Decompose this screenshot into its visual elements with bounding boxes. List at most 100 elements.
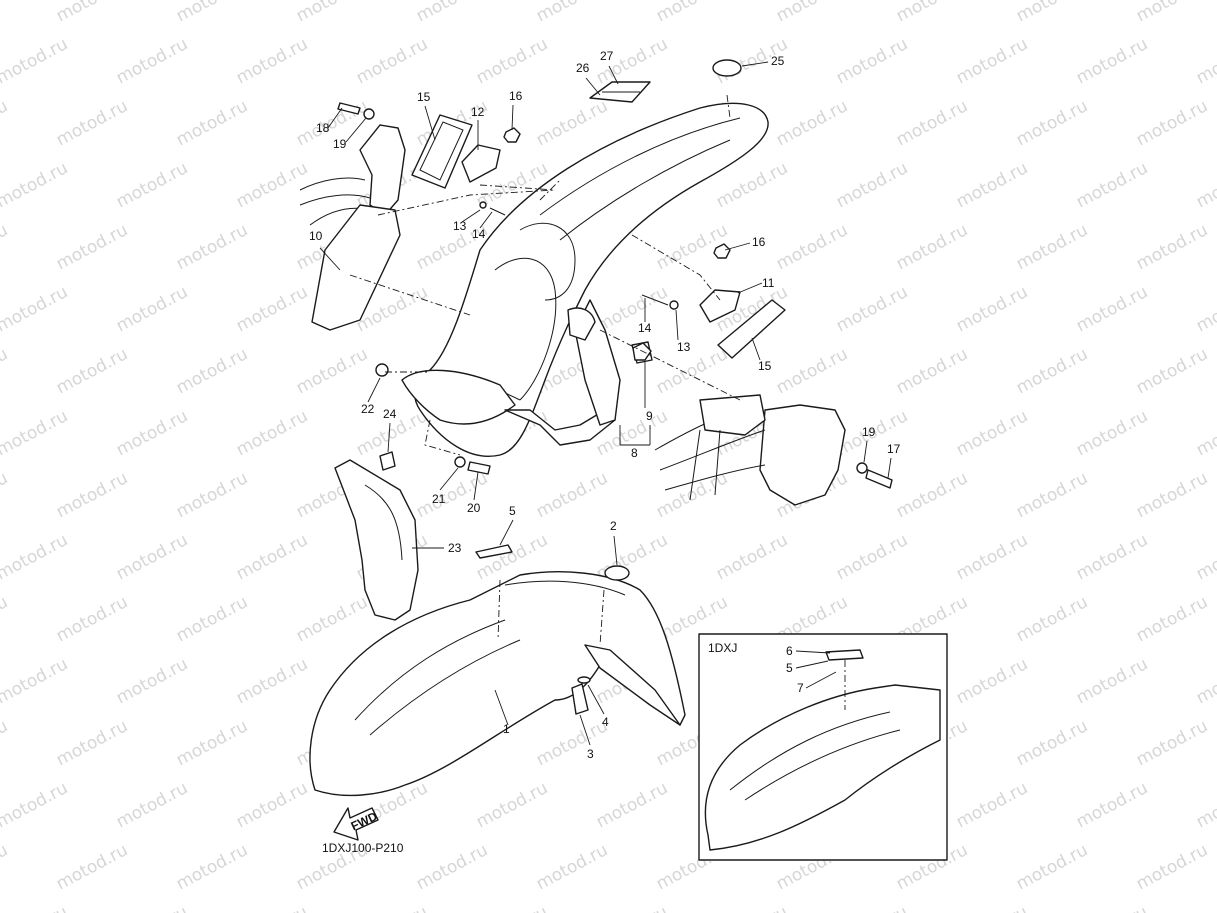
watermark-text: motod.ru xyxy=(1193,158,1217,212)
watermark-text: motod.ru xyxy=(1193,406,1217,460)
watermark-text: motod.ru xyxy=(113,530,191,584)
callout-8: 8 xyxy=(631,446,638,460)
watermark-text: motod.ru xyxy=(593,902,671,913)
callout-1: 1 xyxy=(503,722,510,736)
watermark-text: motod.ru xyxy=(173,840,251,894)
inset-title: 1DXJ xyxy=(708,641,737,655)
callout-19: 19 xyxy=(862,425,876,439)
watermark-text: motod.ru xyxy=(0,282,71,336)
watermark-text: motod.ru xyxy=(713,530,791,584)
watermark-text: motod.ru xyxy=(533,840,611,894)
watermark-text: motod.ru xyxy=(953,158,1031,212)
watermark-text: motod.ru xyxy=(1073,282,1151,336)
watermark-text: motod.ru xyxy=(953,406,1031,460)
watermark-text: motod.ru xyxy=(233,158,311,212)
watermark-text: motod.ru xyxy=(953,778,1031,832)
watermark-text: motod.ru xyxy=(53,220,131,274)
watermark-text: motod.ru xyxy=(53,96,131,150)
watermark-text: motod.ru xyxy=(773,0,851,26)
inset-callout-6: 6 xyxy=(786,644,793,658)
watermark-text: motod.ru xyxy=(1073,530,1151,584)
watermark-text: motod.ru xyxy=(893,468,971,522)
watermark-text: motod.ru xyxy=(1133,220,1211,274)
watermark-text: motod.ru xyxy=(113,654,191,708)
watermark-text: motod.ru xyxy=(113,158,191,212)
callout-2: 2 xyxy=(610,519,617,533)
watermark-text: motod.ru xyxy=(0,902,71,913)
watermark-text: motod.ru xyxy=(1193,902,1217,913)
watermark-text: motod.ru xyxy=(0,530,71,584)
watermark-text: motod.ru xyxy=(53,0,131,26)
watermark-text: motod.ru xyxy=(1193,34,1217,88)
frame-section-left xyxy=(299,124,406,331)
watermark-text: motod.ru xyxy=(833,902,911,913)
watermark-text: motod.ru xyxy=(1013,96,1091,150)
callout-12: 12 xyxy=(471,105,485,119)
watermark-text: motod.ru xyxy=(893,0,971,26)
callout-4: 4 xyxy=(602,715,609,729)
watermark-text: motod.ru xyxy=(713,902,791,913)
callouts: 1 2 3 4 5 8 9 10 11 12 13 13 14 14 15 15… xyxy=(309,49,901,761)
watermark-text: motod.ru xyxy=(1013,220,1091,274)
watermark-text: motod.ru xyxy=(473,902,551,913)
watermark-text: motod.ru xyxy=(53,592,131,646)
watermark-text: motod.ru xyxy=(473,34,551,88)
watermark-text: motod.ru xyxy=(533,716,611,770)
rear-fender xyxy=(401,102,769,457)
callout-16: 16 xyxy=(752,235,766,249)
watermark-text: motod.ru xyxy=(1133,468,1211,522)
watermark-text: motod.ru xyxy=(233,34,311,88)
watermark-text: motod.ru xyxy=(0,468,11,522)
watermark-text: motod.ru xyxy=(1133,592,1211,646)
watermark-text: motod.ru xyxy=(1193,282,1217,336)
watermark-text: motod.ru xyxy=(173,96,251,150)
watermark-text: motod.ru xyxy=(173,344,251,398)
watermark-text: motod.ru xyxy=(293,344,371,398)
watermark-text: motod.ru xyxy=(113,282,191,336)
watermark-text: motod.ru xyxy=(953,902,1031,913)
watermark-text: motod.ru xyxy=(233,282,311,336)
watermark-text: motod.ru xyxy=(53,344,131,398)
callout-19: 19 xyxy=(333,137,347,151)
watermark-text: motod.ru xyxy=(1013,592,1091,646)
watermark-text: motod.ru xyxy=(113,406,191,460)
watermark-text: motod.ru xyxy=(0,220,11,274)
watermark-text: motod.ru xyxy=(1013,840,1091,894)
watermark-text: motod.ru xyxy=(1013,0,1091,26)
callout-22: 22 xyxy=(361,402,375,416)
watermark-text: motod.ru xyxy=(533,0,611,26)
callout-15: 15 xyxy=(758,359,772,373)
watermark-text: motod.ru xyxy=(953,654,1031,708)
callout-9: 9 xyxy=(646,409,653,423)
watermark-text: motod.ru xyxy=(953,530,1031,584)
watermark-text: motod.ru xyxy=(1073,654,1151,708)
callout-13: 13 xyxy=(453,219,467,233)
callout-17: 17 xyxy=(887,442,901,456)
watermark-text: motod.ru xyxy=(0,716,11,770)
watermark-text: motod.ru xyxy=(233,778,311,832)
watermark-text: motod.ru xyxy=(113,902,191,913)
watermark-text: motod.ru xyxy=(1013,468,1091,522)
watermark-text: motod.ru xyxy=(293,0,371,26)
watermark-text: motod.ru xyxy=(1193,778,1217,832)
watermark-text: motod.ru xyxy=(1073,158,1151,212)
small-parts xyxy=(337,59,893,715)
callout-11: 11 xyxy=(762,276,775,290)
watermark-text: motod.ru xyxy=(0,592,11,646)
watermark-text: motod.ru xyxy=(53,840,131,894)
watermark-text: motod.ru xyxy=(413,0,491,26)
watermark-text: motod.ru xyxy=(533,96,611,150)
watermark-text: motod.ru xyxy=(653,468,731,522)
watermark-text: motod.ru xyxy=(233,530,311,584)
callout-27: 27 xyxy=(600,49,614,63)
watermark-text: motod.ru xyxy=(1073,778,1151,832)
watermark-text: motod.ru xyxy=(173,220,251,274)
callout-25: 25 xyxy=(771,54,785,68)
watermark-text: motod.ru xyxy=(173,0,251,26)
leader-lines xyxy=(319,61,892,746)
watermark-text: motod.ru xyxy=(1193,654,1217,708)
callout-10: 10 xyxy=(309,229,323,243)
watermark-text: motod.ru xyxy=(173,468,251,522)
watermark-text: motod.ru xyxy=(833,530,911,584)
